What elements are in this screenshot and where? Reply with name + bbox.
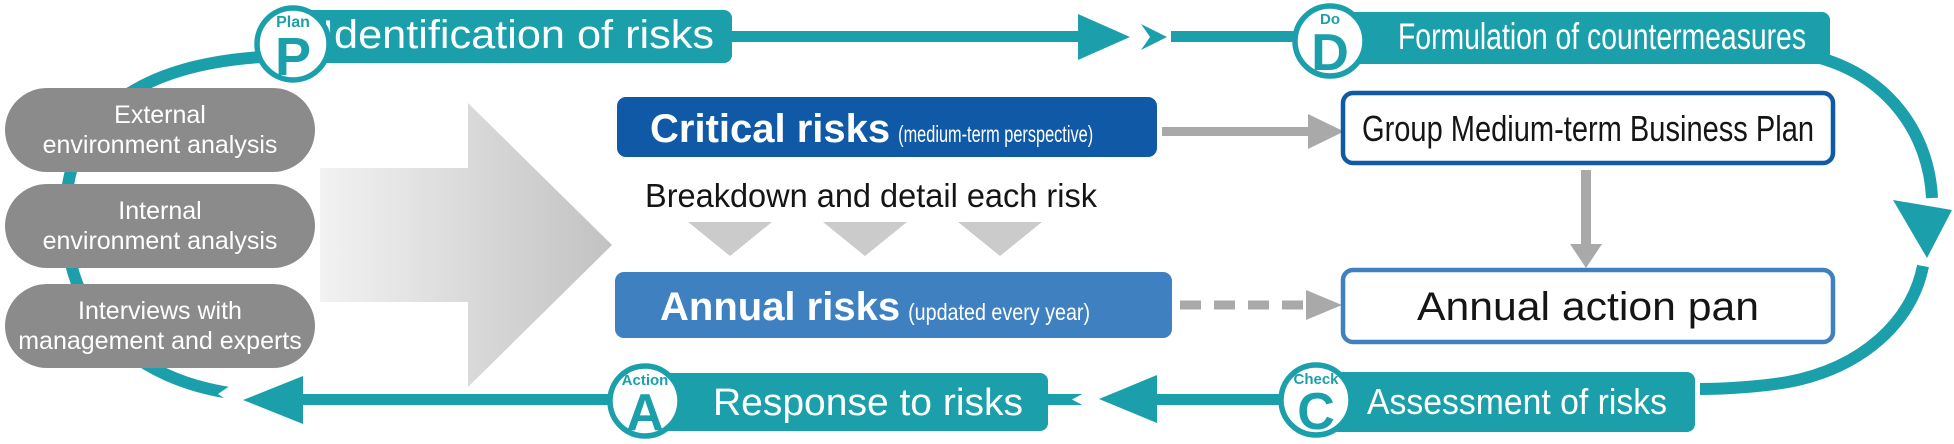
left-arrowhead-icon (1099, 375, 1157, 423)
action-badge: Action A (607, 363, 683, 442)
down-triangle-icon (823, 222, 907, 256)
banner-shape (298, 10, 732, 63)
down-triangle-icon (688, 222, 772, 256)
check-banner: Assessment of risks (1330, 372, 1695, 432)
pill-label-line1: Interviews with (78, 297, 242, 325)
breakdown-triangles (688, 222, 1042, 256)
arrow-business-plan-to-action-plan (1570, 170, 1602, 268)
box-shape (1340, 90, 1836, 166)
badge-circle (254, 5, 332, 83)
pill-shape (5, 88, 315, 172)
business-plan-label: Group Medium-term Business Plan (1362, 108, 1814, 149)
left-arrowhead-icon (243, 376, 303, 424)
pill-label-line2: environment analysis (43, 131, 278, 159)
annual-risks-title: Annual risks (660, 285, 900, 329)
right-arrowhead-icon (1308, 114, 1344, 149)
critical-risks-label: Critical risks (medium-term perspective) (650, 107, 1093, 151)
arrow-annual-risks-to-action-plan-dashed (1180, 290, 1342, 320)
pill-label-line1: Internal (118, 197, 201, 225)
arrow-check-to-action (1045, 375, 1283, 423)
small-chevron-right-icon (1141, 24, 1167, 50)
breakdown-label: Breakdown and detail each risk (645, 177, 1097, 214)
critical-risks-note: (medium-term perspective) (898, 121, 1093, 147)
annual-action-plan-box: Annual action pan (1340, 267, 1836, 345)
right-arrowhead-icon (1078, 14, 1130, 60)
funnel-right-arrow-icon (320, 103, 612, 387)
input-pill-interviews: Interviews with management and experts (5, 284, 315, 368)
banner-shape (658, 373, 1048, 431)
notch (218, 379, 240, 409)
box-shape (1340, 267, 1836, 345)
action-badge-letter: A (626, 384, 664, 442)
plan-badge-letter: P (275, 27, 311, 87)
annual-risks-box: Annual risks (updated every year) (615, 272, 1172, 338)
arrow-shaft (1581, 170, 1591, 246)
arrow-shaft (1162, 127, 1314, 136)
action-badge-tag: Action (622, 372, 669, 389)
annual-action-plan-label: Annual action pan (1417, 285, 1759, 329)
right-cycle-arc-upper (1818, 52, 1938, 199)
notch (1072, 391, 1088, 408)
box-shape (615, 272, 1172, 338)
check-badge: Check C (1278, 362, 1354, 441)
plan-banner-label: Identification of risks (322, 13, 714, 57)
critical-risks-title: Critical risks (650, 107, 890, 151)
do-badge: Do D (1292, 3, 1368, 82)
input-pill-external: External environment analysis (5, 88, 315, 172)
annual-risks-label: Annual risks (updated every year) (660, 285, 1090, 329)
input-pill-internal: Internal environment analysis (5, 184, 315, 268)
arrow-shaft (300, 394, 615, 405)
pill-label-line2: management and experts (18, 327, 302, 355)
check-banner-label: Assessment of risks (1367, 381, 1667, 422)
arrow-shaft (1045, 394, 1088, 405)
badge-circle (1278, 362, 1354, 438)
plan-badge: Plan P (254, 5, 332, 87)
do-banner-label: Formulation of countermeasures (1398, 16, 1806, 57)
badge-circle (607, 363, 683, 439)
pill-label-line2: environment analysis (43, 227, 278, 255)
banner-shape (1342, 12, 1830, 64)
arrow-critical-to-business-plan (1162, 114, 1344, 149)
annual-risks-note: (updated every year) (908, 299, 1090, 325)
plan-badge-tag: Plan (276, 14, 310, 31)
business-plan-box: Group Medium-term Business Plan (1340, 90, 1836, 166)
do-badge-tag: Do (1320, 11, 1340, 28)
right-arrowhead-icon (1306, 290, 1342, 320)
down-arrowhead-icon (1570, 244, 1602, 268)
do-badge-letter: D (1311, 24, 1349, 82)
down-triangle-icon (958, 222, 1042, 256)
check-badge-tag: Check (1293, 371, 1339, 388)
arrow-shaft (725, 31, 1080, 42)
arrow-shaft (1155, 394, 1283, 405)
plan-banner: Identification of risks (298, 10, 732, 63)
arrow-shaft (1171, 31, 1297, 42)
pill-shape (5, 284, 315, 368)
pill-label-line1: External (114, 101, 206, 129)
check-badge-letter: C (1297, 383, 1335, 441)
do-banner: Formulation of countermeasures (1342, 12, 1830, 64)
arrow-action-to-cycle (218, 376, 615, 424)
right-cycle-arc-lower (1699, 264, 1929, 395)
badge-circle (1292, 3, 1368, 79)
critical-risks-box: Critical risks (medium-term perspective) (617, 97, 1157, 157)
action-banner: Response to risks (658, 373, 1048, 431)
cycle-down-arrowhead-icon (1893, 200, 1952, 258)
box-shape (617, 97, 1157, 157)
pill-shape (5, 184, 315, 268)
action-banner-label: Response to risks (713, 382, 1023, 424)
arrow-plan-to-do (725, 14, 1297, 60)
banner-shape (1330, 372, 1695, 432)
